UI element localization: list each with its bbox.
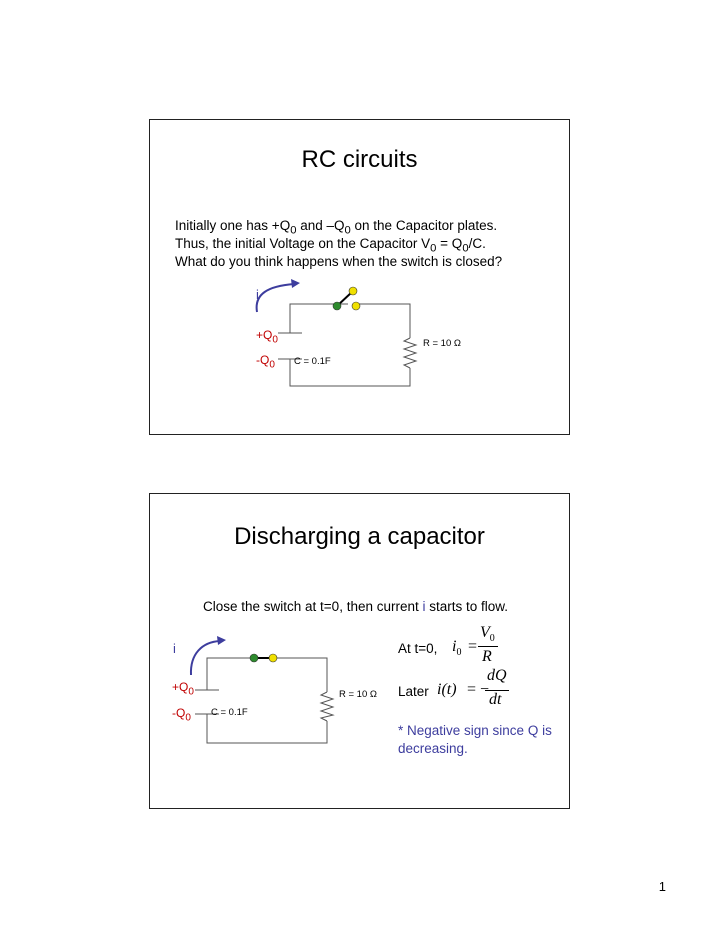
resistance-label: R = 10 Ω	[423, 338, 461, 349]
switch-pivot	[332, 301, 342, 311]
eq2-lhs: i(t)	[437, 681, 457, 698]
wire-bottom	[289, 359, 411, 387]
eq1-equals: =	[468, 638, 478, 655]
switch-contact-open	[348, 286, 358, 296]
current-arrow-head	[291, 279, 300, 288]
resistor-symbol	[319, 691, 335, 722]
current-label: i	[173, 641, 176, 656]
eq2-prefix: Later	[398, 684, 429, 699]
eq1-prefix: At t=0,	[398, 641, 438, 656]
eq2-numerator: dQ	[487, 667, 507, 684]
slide-discharging-capacitor: Discharging a capacitor Close the switch…	[149, 493, 570, 809]
intro-line-1: Initially one has +Q0 and –Q0 on the Cap…	[175, 218, 498, 237]
wire-top-left	[289, 303, 348, 333]
rc-circuit-diagram	[255, 279, 418, 387]
minus-charge-label: -Q0	[172, 706, 191, 724]
slide-title: RC circuits	[301, 146, 418, 173]
wire-top-right	[356, 303, 411, 338]
plus-charge-label: +Q0	[172, 680, 194, 698]
switch-contact	[268, 653, 278, 663]
capacitance-label: C = 0.1F	[294, 356, 331, 367]
current-arrow	[189, 640, 221, 676]
negative-sign-note: * Negative sign since Q is decreasing.	[398, 723, 552, 756]
resistance-label: R = 10 Ω	[339, 689, 377, 700]
eq1-fraction-bar	[478, 646, 498, 647]
current-arrow	[255, 283, 295, 313]
discharge-circuit-diagram	[189, 636, 335, 744]
current-arrow-head	[217, 636, 226, 645]
wire-bottom	[206, 714, 328, 744]
switch-pivot	[249, 653, 259, 663]
capacitance-label: C = 0.1F	[211, 707, 248, 718]
eq1-numerator: V0	[480, 624, 495, 645]
resistor-symbol	[402, 337, 418, 369]
intro-line-3: What do you think happens when the switc…	[175, 254, 503, 269]
eq1-denominator: R	[482, 648, 492, 665]
current-label: i	[256, 287, 259, 302]
intro-line: Close the switch at t=0, then current i …	[203, 599, 509, 614]
switch-contact	[351, 301, 361, 311]
wire-top-right	[274, 657, 328, 692]
wire-top-left	[206, 657, 250, 690]
eq2-equals-minus: = −	[467, 681, 490, 698]
slide-title: Discharging a capacitor	[234, 523, 485, 550]
plus-charge-label: +Q0	[256, 328, 278, 346]
minus-charge-label: -Q0	[256, 353, 275, 371]
intro-line-2: Thus, the initial Voltage on the Capacit…	[175, 236, 486, 255]
eq1-lhs: i0	[452, 638, 462, 659]
slide-rc-circuits: RC circuits Initially one has +Q0 and –Q…	[149, 119, 570, 435]
page-number: 1	[658, 879, 666, 894]
eq2-denominator: dt	[489, 691, 502, 708]
eq2-fraction-bar	[485, 690, 509, 691]
